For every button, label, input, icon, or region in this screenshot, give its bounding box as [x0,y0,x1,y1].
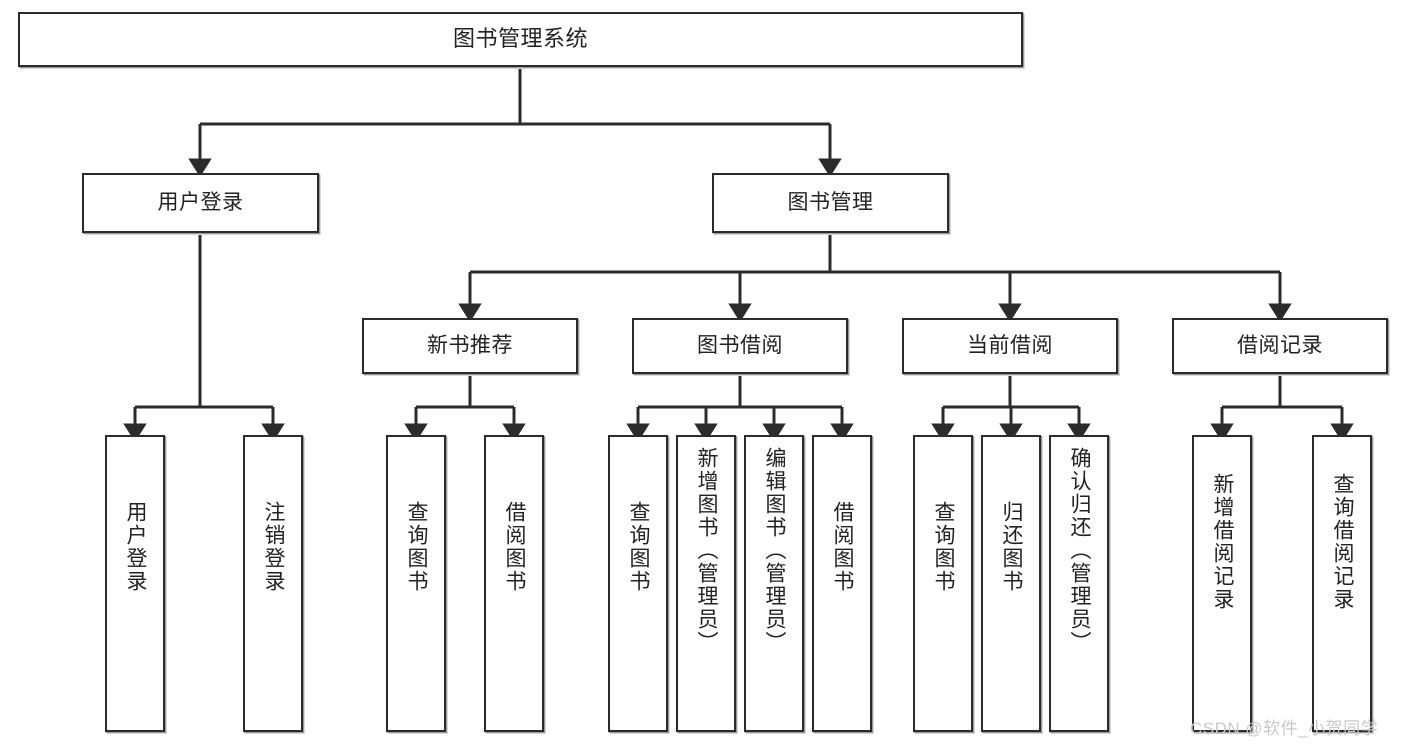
node-new-book-recommend[interactable]: 新书推荐 [362,318,578,374]
node-root[interactable]: 图书管理系统 [18,12,1023,67]
leaf-confirm-return[interactable]: 确认归还（管理员） [1049,435,1109,732]
node-book-borrow[interactable]: 图书借阅 [632,318,848,374]
leaf-query-book-2[interactable]: 查询图书 [608,435,668,732]
leaf-query-book-1[interactable]: 查询图书 [386,435,446,732]
leaf-add-borrow-record-label: 新增借阅记录 [1211,473,1235,611]
leaf-edit-book-label: 编辑图书（管理员） [763,447,787,654]
leaf-add-borrow-record[interactable]: 新增借阅记录 [1192,435,1252,732]
leaf-user-login[interactable]: 用户登录 [105,435,165,732]
node-borrow-records[interactable]: 借阅记录 [1172,318,1388,374]
leaf-add-book-label: 新增图书（管理员） [695,447,719,654]
node-book-management[interactable]: 图书管理 [712,173,949,233]
csdn-watermark: CSDN @软件_小贺同学 [1190,719,1379,738]
node-root-label: 图书管理系统 [452,26,588,52]
leaf-return-book-label: 归还图书 [1000,501,1024,593]
node-new-book-recommend-label: 新书推荐 [427,334,513,358]
node-user-login-label: 用户登录 [157,191,244,215]
edge-group-current [931,374,1091,443]
node-current-borrow-label: 当前借阅 [967,334,1053,358]
leaf-borrow-book-2-label: 借阅图书 [831,501,855,593]
leaf-add-book[interactable]: 新增图书（管理员） [676,435,736,732]
leaf-borrow-book-1[interactable]: 借阅图书 [484,435,544,732]
leaf-edit-book[interactable]: 编辑图书（管理员） [744,435,804,732]
leaf-user-login-label: 用户登录 [124,501,148,593]
edge-group-login [123,233,285,443]
leaf-logout-label: 注销登录 [262,501,286,593]
leaf-logout[interactable]: 注销登录 [243,435,303,732]
leaf-query-book-1-label: 查询图书 [405,501,429,593]
node-book-borrow-label: 图书借阅 [697,334,783,358]
node-borrow-records-label: 借阅记录 [1237,334,1323,358]
edge-group-bookmgmt [458,233,1292,323]
leaf-query-borrow-record[interactable]: 查询借阅记录 [1312,435,1372,732]
leaf-borrow-book-1-label: 借阅图书 [503,501,527,593]
edge-group-borrow [626,374,854,443]
leaf-return-book[interactable]: 归还图书 [981,435,1041,732]
leaf-borrow-book-2[interactable]: 借阅图书 [812,435,872,732]
leaf-query-book-3-label: 查询图书 [932,501,956,593]
node-user-login[interactable]: 用户登录 [82,173,319,233]
leaf-query-borrow-record-label: 查询借阅记录 [1331,473,1355,611]
edge-group-newbook [404,374,526,443]
edge-group-records [1210,374,1354,443]
node-current-borrow[interactable]: 当前借阅 [902,318,1118,374]
leaf-confirm-return-label: 确认归还（管理员） [1068,447,1092,654]
node-book-management-label: 图书管理 [787,191,874,215]
leaf-query-book-2-label: 查询图书 [627,501,651,593]
edge-group-root [188,67,842,178]
leaf-query-book-3[interactable]: 查询图书 [913,435,973,732]
